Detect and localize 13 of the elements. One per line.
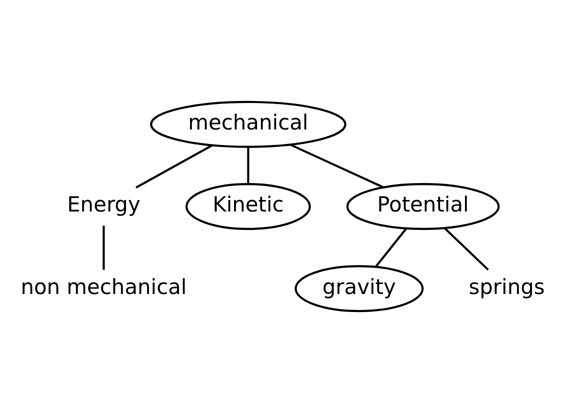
- connector: [247, 146, 250, 184]
- connector: [136, 144, 213, 188]
- node-text: non mechanical: [20, 274, 187, 298]
- node-ellipse: Kinetic: [186, 182, 311, 230]
- connector: [374, 227, 408, 268]
- connector: [290, 143, 384, 188]
- node-text: Energy: [67, 192, 140, 216]
- connector: [444, 226, 489, 270]
- node-ellipse: Potential: [346, 182, 500, 230]
- node-text: springs: [468, 274, 545, 298]
- node-ellipse: gravity: [294, 264, 424, 312]
- node-ellipse: mechanical: [150, 100, 346, 148]
- connector: [102, 225, 105, 270]
